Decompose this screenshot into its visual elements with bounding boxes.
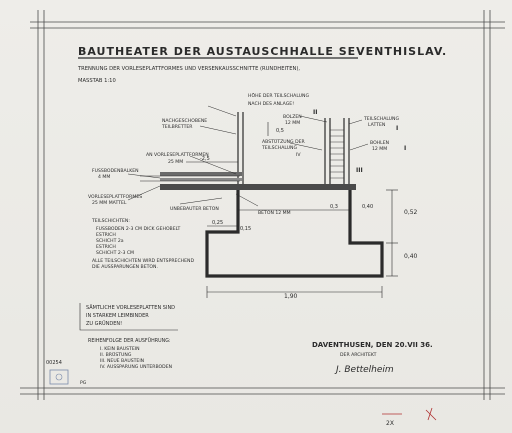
right-4: 12 MM — [372, 146, 387, 152]
dim-040: 0,40 — [404, 253, 418, 260]
height-note-2: NACH DES ANLAGE! — [248, 101, 294, 107]
annotations: HÖHE DER TEILSCHALUNG NACH DES ANLAGE! N… — [86, 92, 399, 370]
dim-25b: 0,15 — [240, 226, 251, 232]
archive-stamp — [49, 369, 69, 385]
support-1: ABSTÜTZUNG DER — [262, 138, 306, 145]
legend-3: III. NEUE BAUSTEIN — [100, 358, 144, 364]
dim-25a: 0,25 — [212, 220, 223, 226]
rail-1: BOLZEN — [283, 114, 302, 120]
notes-1: FUSSBODEN 2-3 CM DICK GEHOBELT — [96, 226, 181, 232]
drawing-scale: MASSTAB 1:10 — [78, 78, 116, 84]
drawing-subtitle: TRENNUNG DER VORLESEPLATTFORMES UND VERS… — [77, 66, 300, 72]
hinge-2: 25 MM — [168, 159, 183, 165]
support-3: IV — [296, 152, 301, 158]
dim-190: 1,90 — [284, 293, 298, 300]
roman-numerals: II I I III — [313, 109, 406, 174]
hinge-1: AN VORLESEPLATTFORMEN — [146, 152, 209, 158]
sheet-frame — [20, 10, 505, 400]
roman-2: I — [396, 125, 398, 132]
floor-slab — [140, 172, 356, 190]
lower-1: SÄMTLICHE VORLESEPLATTEN SIND — [86, 304, 175, 311]
roman-4: III — [356, 167, 363, 174]
right-1: TEILSCHALUNG — [363, 116, 399, 122]
platform-2: 25 MM MATTEL — [92, 200, 127, 206]
lower-2: IN STARKEM LEIMBINDER — [86, 313, 149, 319]
concrete-label: UNBEBAUTER BETON — [170, 206, 219, 212]
roman-1: II — [313, 109, 317, 116]
dim-25-top: -2,5 — [200, 156, 210, 162]
notes-7: DIE AUSSPARUNGEN BETON. — [92, 264, 158, 270]
left-top-2: TEILBRETTER — [161, 124, 193, 130]
recess-outline — [205, 190, 384, 278]
roman-3: I — [404, 145, 406, 152]
dim-04: 0,40 — [362, 204, 373, 210]
dimension-lines — [186, 122, 398, 298]
floor-2: 4 MM — [98, 174, 110, 180]
dim-05: 0,5 — [276, 128, 284, 134]
lower-3: ZU GRÜNDEN! — [86, 320, 122, 327]
right-2: LATTEN — [368, 122, 385, 128]
legend-4: IV. AUSSPARUNG UNTERBODEN — [100, 364, 172, 370]
dimension-texts: -2,5 0,5 0,25 0,15 0,3 0,40 0,52 0,40 1,… — [200, 128, 418, 300]
archive-number: 00254 — [46, 360, 62, 366]
beton-note: BETON 12 MM — [258, 210, 291, 216]
legend-2: II. BRÜSTUNG — [100, 351, 132, 358]
right-3: BOHLEN — [370, 140, 389, 146]
legend-1: I. KEIN BAUSTEIN — [100, 346, 140, 352]
leader-lines — [127, 105, 369, 207]
left-top-1: NACHGESCHOBENE — [162, 118, 207, 124]
notes-title: TEILSCHICHTEN: — [91, 218, 130, 224]
rail-2: 12 MM — [285, 120, 300, 126]
height-note-1: HÖHE DER TEILSCHALUNG — [248, 92, 309, 99]
notes-5: SCHICHT 2-3 CM — [96, 250, 134, 256]
legend-title: REIHENFOLGE DER AUSFÜHRUNG: — [88, 337, 171, 344]
page-mark: 2X — [386, 420, 394, 427]
notes-4: ESTRICH — [96, 244, 116, 250]
note-bracket — [79, 303, 178, 331]
signature-place: DAVENTHUSEN, DEN 20.VII 36. — [312, 341, 433, 349]
notes-6: ALLE TEILSCHICHTEN WIRD ENTSPRECHEND — [92, 258, 194, 264]
notes-3: SCHICHT 2a — [96, 238, 124, 244]
platform-1: VORLESEPLATTFORMES — [88, 194, 142, 200]
stamp-text: PG — [80, 380, 87, 386]
dim-03: 0,3 — [330, 204, 338, 210]
signature-role: DER ARCHITEKT — [340, 352, 377, 358]
notes-2: ESTRICH — [96, 232, 116, 238]
drawing-title: BAUTHEATER DER AUSTAUSCHHALLE SEVENTHISL… — [78, 45, 447, 58]
support-2: TEILSCHALUNG — [261, 145, 297, 151]
floor-1: FUSSBODENBALKEN — [92, 168, 139, 174]
signature: J. Bettelheim — [334, 365, 394, 375]
dim-052: 0,52 — [404, 209, 418, 216]
post-hatching — [330, 129, 344, 179]
